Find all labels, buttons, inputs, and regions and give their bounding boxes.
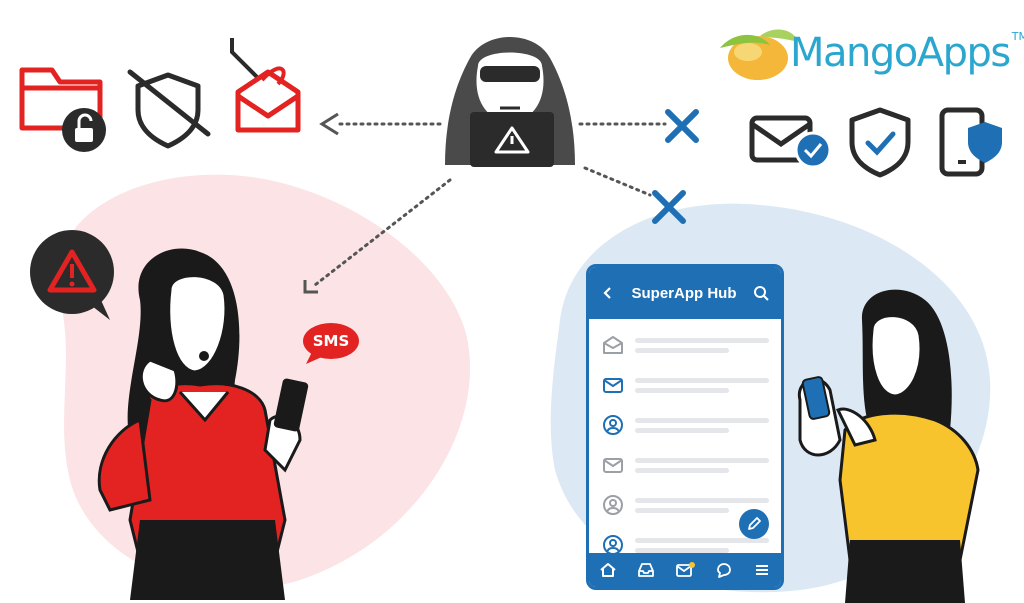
unlocked-folder-icon — [19, 67, 106, 152]
open-envelope-icon — [603, 336, 623, 354]
mail-icon[interactable] — [675, 561, 695, 579]
hacker-figure — [445, 37, 575, 167]
worried-woman-figure — [97, 248, 309, 600]
sms-bubble: SMS — [302, 322, 360, 364]
dotted-arrows — [313, 122, 667, 287]
search-icon[interactable] — [753, 285, 769, 301]
phone-header: SuperApp Hub — [589, 267, 781, 319]
shield-check-icon — [849, 107, 911, 178]
list-item[interactable] — [589, 365, 781, 405]
home-icon[interactable] — [599, 561, 617, 579]
message-list — [589, 319, 781, 565]
brand-name: MangoApps — [790, 30, 1011, 76]
envelope-icon — [603, 458, 623, 473]
envelope-icon — [603, 378, 623, 393]
alert-bubble — [30, 230, 114, 320]
compose-button[interactable] — [739, 509, 769, 539]
inbox-icon[interactable] — [637, 561, 655, 579]
blocked-x-icon — [652, 109, 699, 224]
disabled-shield-icon — [127, 69, 211, 149]
phishing-email-icon — [230, 38, 301, 133]
list-item[interactable] — [589, 445, 781, 485]
menu-icon[interactable] — [753, 561, 771, 579]
superapp-phone: SuperApp Hub — [586, 264, 784, 590]
user-circle-icon — [603, 495, 623, 515]
sms-bubble-icon — [303, 323, 359, 364]
verified-email-icon — [749, 115, 832, 169]
list-item[interactable] — [589, 485, 781, 525]
chat-icon[interactable] — [715, 561, 733, 579]
smiling-woman-figure — [797, 289, 980, 603]
arrow-head-left — [319, 112, 339, 136]
edit-pencil-icon — [748, 517, 761, 530]
trademark-mark: TM — [1011, 30, 1024, 43]
list-item[interactable] — [589, 405, 781, 445]
sms-label: SMS — [312, 332, 350, 350]
secure-phone-icon — [939, 107, 1002, 177]
phone-title: SuperApp Hub — [631, 284, 737, 302]
user-circle-icon — [603, 415, 623, 435]
list-item[interactable] — [589, 325, 781, 365]
back-chevron-icon[interactable] — [601, 286, 615, 300]
mango-logo-icon — [720, 29, 798, 80]
arrow-head-down — [303, 280, 318, 294]
bottom-nav — [589, 553, 781, 587]
